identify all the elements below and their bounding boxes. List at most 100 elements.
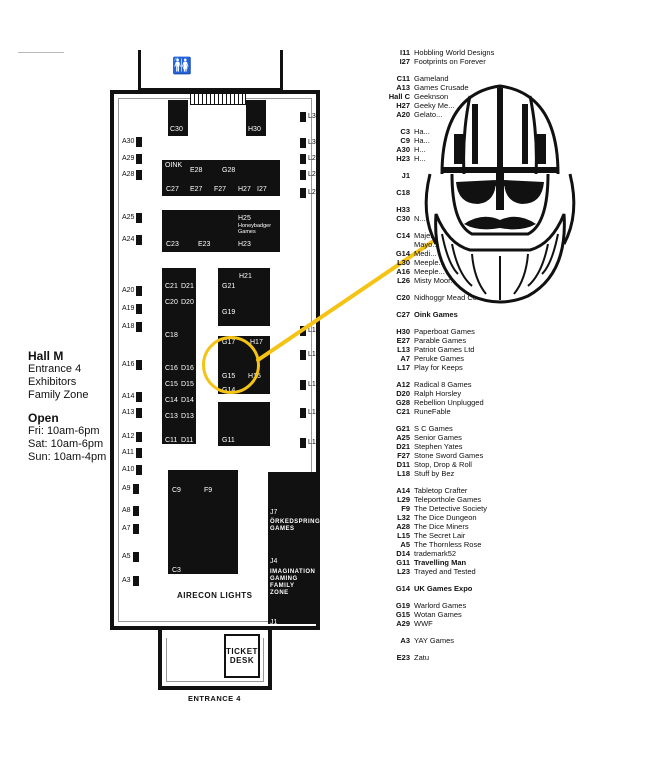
stand-c20[interactable]: C20 (165, 299, 178, 306)
stand-c23[interactable]: C23 (166, 241, 179, 248)
exhibitor-row[interactable]: H33 (388, 205, 528, 214)
exhibitor-row[interactable]: C18 (388, 188, 528, 197)
exhibitor-row[interactable]: J1 (388, 171, 528, 180)
stand-l26[interactable]: L26 (300, 188, 322, 198)
stand-corner-d[interactable]: ÖRKEDSPRING GAMES (270, 519, 321, 532)
stand-l29[interactable]: L29 (300, 154, 322, 164)
exhibitor-row[interactable]: Mayo... (388, 240, 528, 249)
stand-l17[interactable]: L17 (300, 350, 322, 360)
stand-j1[interactable]: J1 (270, 619, 278, 626)
stand-c30[interactable]: C30 (168, 100, 188, 136)
stand-f27[interactable]: F27 (214, 186, 227, 193)
stand-a14[interactable]: A14 (120, 392, 143, 402)
stand-j7[interactable]: J7 (270, 509, 278, 516)
stand-c9[interactable]: C9 (172, 487, 181, 494)
stand-d20[interactable]: D20 (181, 299, 194, 306)
stand-a11[interactable]: A11 (120, 448, 142, 458)
stand-e28[interactable]: E28 (190, 167, 203, 174)
stand-a24[interactable]: A24 (120, 235, 143, 245)
stand-c16[interactable]: C16 (165, 365, 178, 372)
stand-c14[interactable]: C14 (165, 397, 178, 404)
stand-a28[interactable]: A28 (120, 170, 143, 180)
stand-a7[interactable]: A7 (120, 524, 139, 534)
stand-a5[interactable]: A5 (120, 552, 139, 562)
stand-d21[interactable]: D21 (181, 283, 194, 290)
stand-d14[interactable]: D14 (181, 397, 194, 404)
stand-l30[interactable]: L30 (300, 138, 322, 148)
ticket-desk[interactable]: TICKET DESK (224, 634, 260, 678)
stand-h30[interactable]: H30 (246, 100, 266, 136)
stand-c18[interactable]: C18 (165, 332, 178, 339)
stand-a19[interactable]: A19 (120, 304, 143, 314)
stand-a18[interactable]: A18 (120, 322, 143, 332)
stand-c27[interactable]: C27 (166, 186, 179, 193)
stand-h23[interactable]: H23 (238, 241, 251, 248)
stand-d11[interactable]: D11 (181, 437, 194, 444)
stand-imagination[interactable]: IMAGINATION GAMING FAMILY ZONE (270, 569, 316, 596)
stand-a8[interactable]: A8 (120, 506, 139, 516)
stand-oink[interactable]: OINK (165, 162, 183, 169)
stand-f9[interactable]: F9 (204, 487, 213, 494)
stand-a29[interactable]: A29 (120, 154, 143, 164)
stand-d15[interactable]: D15 (181, 381, 194, 388)
stand-g28[interactable]: G28 (222, 167, 236, 174)
stand-a16[interactable]: A16 (120, 360, 143, 370)
stand-l13[interactable]: L13 (300, 408, 322, 418)
stand-c11[interactable]: C11 (165, 437, 178, 444)
stand-a10[interactable]: A10 (120, 465, 143, 475)
stand-a9[interactable]: A9 (120, 484, 139, 494)
stand-a3[interactable]: A3 (120, 576, 139, 586)
stand-l11[interactable]: L11 (300, 438, 321, 448)
stand-l32[interactable]: L32 (300, 112, 322, 122)
stand-c15[interactable]: C15 (165, 381, 178, 388)
stand-h17[interactable]: H17 (250, 339, 263, 346)
stand-h27[interactable]: H27 (238, 186, 251, 193)
stand-i27[interactable]: I27 (257, 186, 267, 193)
stand-l15[interactable]: L15 (300, 380, 322, 390)
stand-c3[interactable]: C3 (172, 567, 181, 574)
stand-g11[interactable]: G11 (222, 437, 235, 444)
stand-a20[interactable]: A20 (120, 286, 143, 296)
stand-a13[interactable]: A13 (120, 408, 143, 418)
stand-e23[interactable]: E23 (198, 241, 211, 248)
